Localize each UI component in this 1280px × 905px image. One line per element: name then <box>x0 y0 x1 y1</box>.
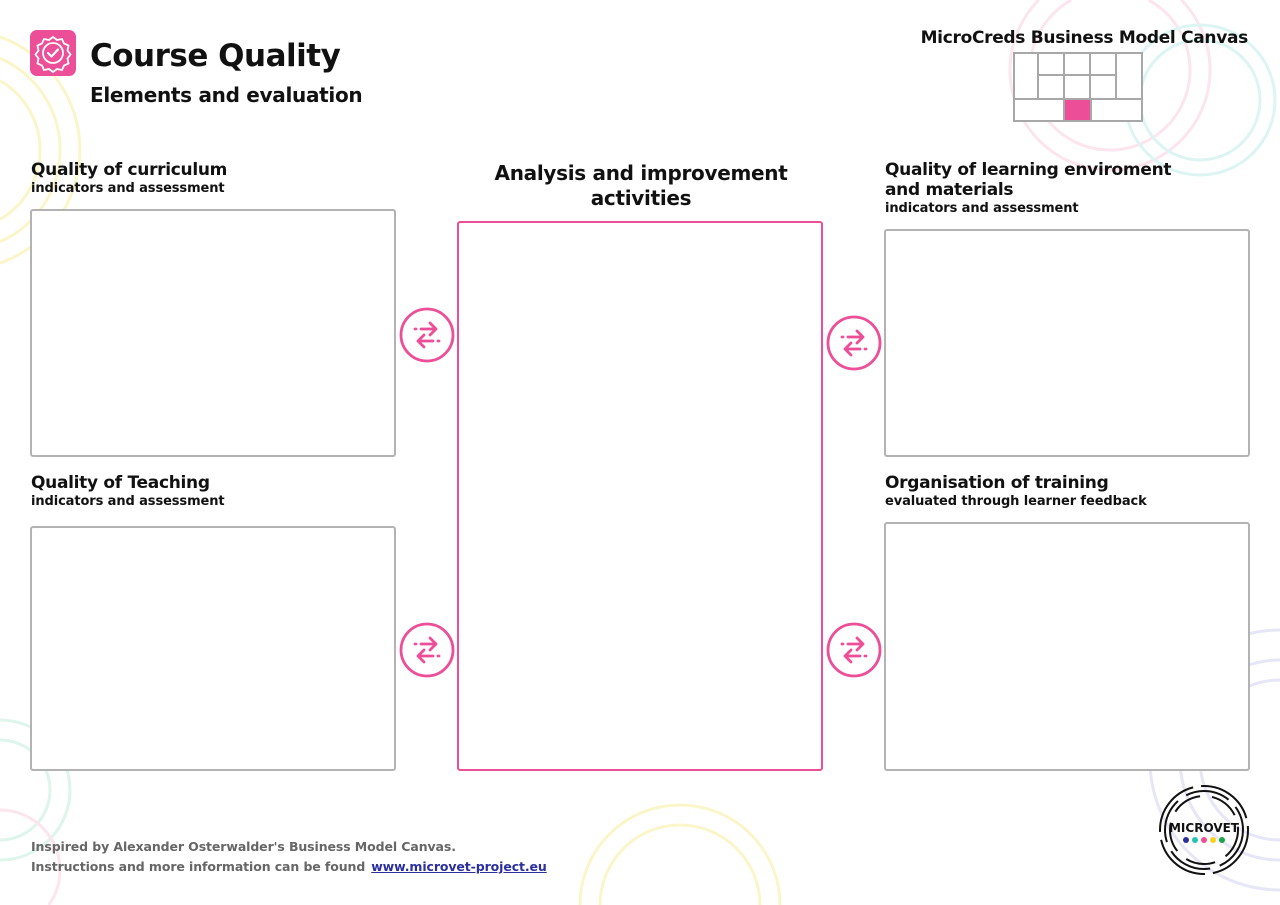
organisation-subtitle: evaluated through learner feedback <box>885 494 1147 509</box>
microvet-logo: MICROVET <box>1159 785 1249 875</box>
analysis-box[interactable] <box>457 221 823 771</box>
curriculum-subtitle: indicators and assessment <box>31 181 225 196</box>
analysis-title-line2: activities <box>590 186 692 210</box>
teaching-box[interactable] <box>30 526 396 771</box>
organisation-title: Organisation of training <box>885 473 1109 493</box>
page-title: Course Quality <box>90 38 341 74</box>
analysis-title: Analysis and improvement activities <box>458 161 824 211</box>
page-subtitle: Elements and evaluation <box>90 83 363 107</box>
footer-info-text: Instructions and more information can be… <box>31 859 366 874</box>
brand-title: MicroCreds Business Model Canvas <box>920 28 1249 48</box>
footer-info: Instructions and more information can be… <box>31 859 547 874</box>
teaching-title: Quality of Teaching <box>31 473 210 493</box>
environment-title-line2: and materials <box>885 180 1014 200</box>
teaching-subtitle: indicators and assessment <box>31 494 225 509</box>
environment-box[interactable] <box>884 229 1250 457</box>
quality-badge-icon <box>30 30 76 76</box>
exchange-arrows-icon <box>399 307 455 363</box>
minimap-highlight <box>1063 98 1092 122</box>
organisation-box[interactable] <box>884 522 1250 771</box>
exchange-arrows-icon <box>826 315 882 371</box>
environment-title-line1: Quality of learning enviroment <box>885 160 1172 180</box>
microvet-link[interactable]: www.microvet-project.eu <box>371 859 547 874</box>
environment-title: Quality of learning enviroment and mater… <box>885 160 1172 200</box>
canvas-minimap <box>1013 52 1143 122</box>
analysis-title-line1: Analysis and improvement <box>494 161 788 185</box>
footer-credit: Inspired by Alexander Osterwalder's Busi… <box>31 839 456 854</box>
exchange-arrows-icon <box>826 622 882 678</box>
environment-subtitle: indicators and assessment <box>885 201 1079 216</box>
svg-text:MICROVET: MICROVET <box>1169 821 1240 835</box>
curriculum-box[interactable] <box>30 209 396 457</box>
exchange-arrows-icon <box>399 622 455 678</box>
curriculum-title: Quality of curriculum <box>31 160 228 180</box>
